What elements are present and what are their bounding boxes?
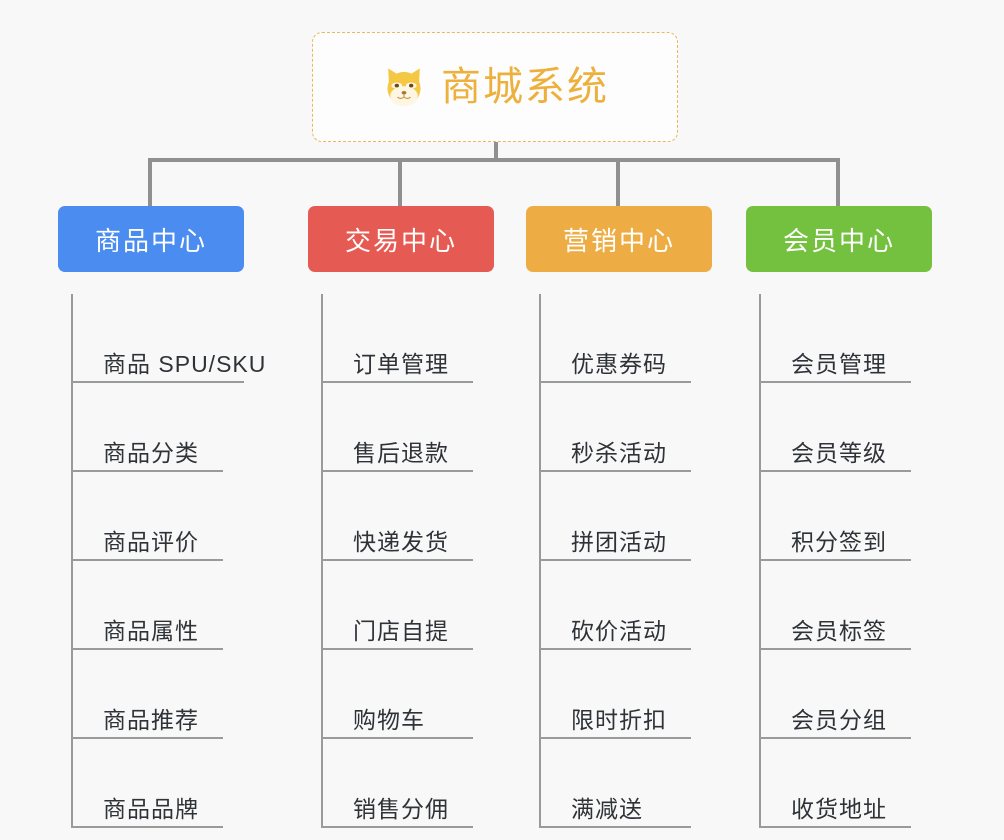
root-title: 商城系统 [441, 65, 609, 109]
list-item[interactable]: 会员标签 [761, 561, 932, 650]
branch-header-product[interactable]: 商品中心 [58, 206, 244, 272]
connector-stem [494, 142, 498, 160]
list-item[interactable]: 限时折扣 [541, 650, 712, 739]
leaf-list-member: 会员管理 会员等级 积分签到 会员标签 会员分组 收货地址 [759, 294, 932, 828]
list-item[interactable]: 积分签到 [761, 472, 932, 561]
root-node[interactable]: 商城系统 [312, 32, 678, 142]
leaf-label: 会员标签 [791, 618, 911, 650]
list-item[interactable]: 会员分组 [761, 650, 932, 739]
list-item[interactable]: 购物车 [323, 650, 494, 739]
list-item[interactable]: 拼团活动 [541, 472, 712, 561]
list-item[interactable]: 订单管理 [323, 294, 494, 383]
connector-drop-4 [836, 160, 840, 208]
leaf-label: 优惠券码 [571, 351, 691, 383]
branch-column-member: 会员中心 会员管理 会员等级 积分签到 会员标签 会员分组 收货地址 [746, 206, 932, 828]
list-item[interactable]: 商品 SPU/SKU [73, 294, 265, 383]
leaf-label: 限时折扣 [571, 707, 691, 739]
list-item[interactable]: 商品分类 [73, 383, 244, 472]
shiba-dog-face-icon [387, 68, 421, 107]
leaf-label: 会员等级 [791, 440, 911, 472]
list-item[interactable]: 门店自提 [323, 561, 494, 650]
list-item[interactable]: 售后退款 [323, 383, 494, 472]
branch-header-member[interactable]: 会员中心 [746, 206, 932, 272]
leaf-list-trade: 订单管理 售后退款 快递发货 门店自提 购物车 销售分佣 [321, 294, 494, 828]
branch-header-marketing[interactable]: 营销中心 [526, 206, 712, 272]
leaf-list-marketing: 优惠券码 秒杀活动 拼团活动 砍价活动 限时折扣 满减送 [539, 294, 712, 828]
list-item[interactable]: 秒杀活动 [541, 383, 712, 472]
leaf-label: 拼团活动 [571, 529, 691, 561]
list-item[interactable]: 优惠券码 [541, 294, 712, 383]
list-item[interactable]: 收货地址 [761, 739, 932, 828]
branch-header-trade[interactable]: 交易中心 [308, 206, 494, 272]
list-item[interactable]: 会员管理 [761, 294, 932, 383]
leaf-label: 购物车 [353, 707, 473, 739]
list-item[interactable]: 满减送 [541, 739, 712, 828]
leaf-label: 商品 SPU/SKU [103, 351, 265, 383]
leaf-label: 秒杀活动 [571, 440, 691, 472]
leaf-label: 收货地址 [791, 796, 911, 828]
connector-horizontal-bar [148, 158, 840, 162]
leaf-label: 订单管理 [353, 351, 473, 383]
list-item[interactable]: 销售分佣 [323, 739, 494, 828]
leaf-label: 商品推荐 [103, 707, 223, 739]
leaf-label: 满减送 [571, 796, 691, 828]
branch-column-product: 商品中心 商品 SPU/SKU 商品分类 商品评价 商品属性 商品推荐 商品品牌 [58, 206, 265, 828]
list-item[interactable]: 商品评价 [73, 472, 244, 561]
leaf-label: 门店自提 [353, 618, 473, 650]
leaf-label: 快递发货 [353, 529, 473, 561]
list-item[interactable]: 快递发货 [323, 472, 494, 561]
list-item[interactable]: 商品属性 [73, 561, 244, 650]
leaf-label: 会员分组 [791, 707, 911, 739]
list-item[interactable]: 砍价活动 [541, 561, 712, 650]
connector-drop-3 [616, 160, 620, 208]
connector-drop-1 [148, 160, 152, 208]
leaf-label: 销售分佣 [353, 796, 473, 828]
leaf-label: 积分签到 [791, 529, 911, 561]
leaf-label: 商品属性 [103, 618, 223, 650]
branch-column-trade: 交易中心 订单管理 售后退款 快递发货 门店自提 购物车 销售分佣 [308, 206, 494, 828]
leaf-label: 商品分类 [103, 440, 223, 472]
leaf-label: 售后退款 [353, 440, 473, 472]
connector-drop-2 [398, 160, 402, 208]
leaf-label: 砍价活动 [571, 618, 691, 650]
list-item[interactable]: 商品品牌 [73, 739, 244, 828]
list-item[interactable]: 商品推荐 [73, 650, 244, 739]
leaf-list-product: 商品 SPU/SKU 商品分类 商品评价 商品属性 商品推荐 商品品牌 [71, 294, 265, 828]
list-item[interactable]: 会员等级 [761, 383, 932, 472]
branch-column-marketing: 营销中心 优惠券码 秒杀活动 拼团活动 砍价活动 限时折扣 满减送 [526, 206, 712, 828]
leaf-label: 会员管理 [791, 351, 911, 383]
leaf-label: 商品品牌 [103, 796, 223, 828]
leaf-label: 商品评价 [103, 529, 223, 561]
